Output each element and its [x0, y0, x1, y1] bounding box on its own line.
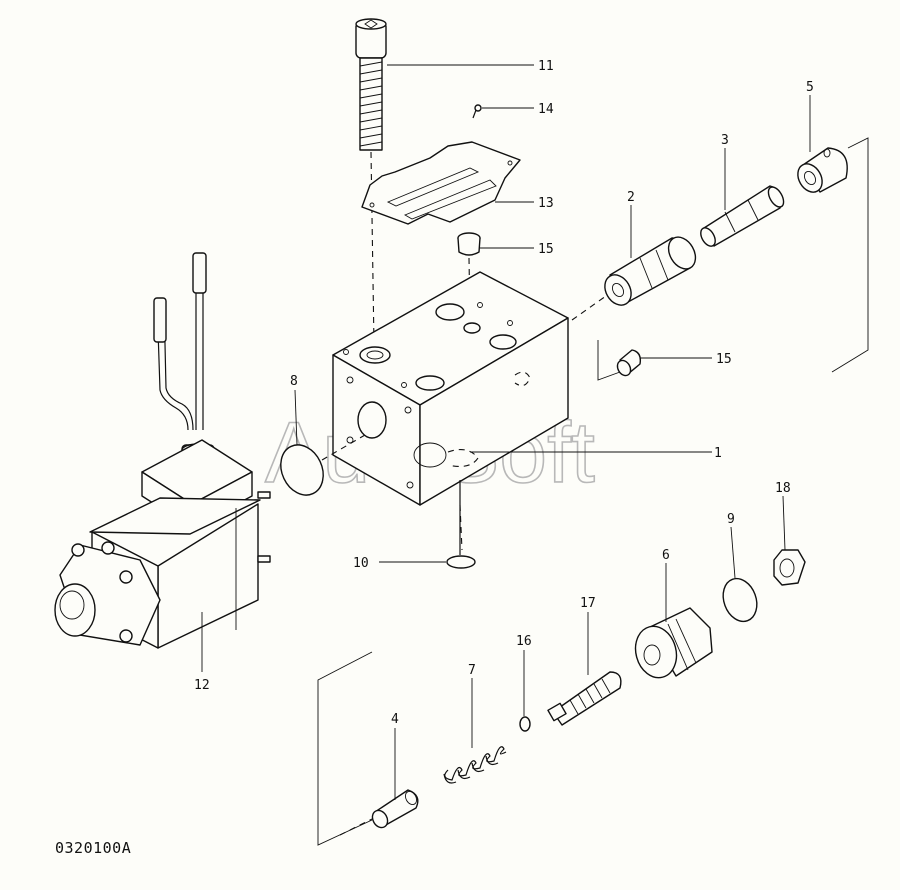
part-3-spool[interactable]	[698, 184, 787, 248]
callout-3: 3	[721, 133, 729, 148]
part-9-o-ring[interactable]	[717, 574, 762, 626]
callout-14: 14	[538, 102, 554, 117]
callout-11: 11	[538, 59, 554, 74]
part-4-piston[interactable]	[369, 789, 419, 830]
callout-13: 13	[538, 196, 554, 211]
part-7-spring[interactable]	[443, 746, 507, 784]
figure-code: 0320100A	[55, 839, 131, 857]
callout-8: 8	[290, 374, 298, 389]
part-5-collar[interactable]	[793, 147, 848, 196]
part-13-gasket[interactable]	[361, 141, 521, 225]
callout-9: 9	[727, 512, 735, 527]
callout-labels: 11 14 13 15 15 1 10 2 3 5 8 12 4 7 16 17…	[194, 59, 814, 727]
part-11-cap-screw[interactable]	[355, 18, 387, 346]
callout-7: 7	[468, 663, 476, 678]
callout-17: 16	[516, 634, 532, 649]
leader-lines	[201, 64, 811, 800]
callout-15-top: 15	[538, 242, 554, 257]
part-17-ring[interactable]	[519, 716, 531, 732]
callout-16: 17	[580, 596, 596, 611]
assembly-bracket-right	[831, 137, 869, 373]
part-12-solenoid[interactable]	[54, 252, 271, 649]
part-10-valve[interactable]	[446, 480, 476, 569]
callout-6: 6	[662, 548, 670, 563]
part-15-plug-top[interactable]	[457, 232, 481, 321]
part-2-sleeve[interactable]	[571, 232, 701, 321]
callout-18: 18	[775, 481, 791, 496]
callout-12: 12	[194, 678, 210, 693]
callout-2: 2	[627, 190, 635, 205]
part-16-adjusting-screw[interactable]	[547, 671, 622, 726]
callout-4: 4	[391, 712, 399, 727]
callout-1: 1	[714, 446, 722, 461]
callout-10: 10	[353, 556, 369, 571]
assembly-bracket-lower	[317, 651, 373, 846]
part-18-hex-nut[interactable]	[773, 549, 806, 586]
callout-5: 5	[806, 80, 814, 95]
part-6-housing[interactable]	[630, 607, 713, 682]
part-8-o-ring[interactable]	[273, 434, 366, 502]
callout-15-right: 15	[716, 352, 732, 367]
part-14-pin[interactable]	[472, 104, 482, 119]
part-1-valve-body[interactable]	[332, 271, 569, 551]
part-15-plug-right[interactable]	[597, 340, 642, 381]
